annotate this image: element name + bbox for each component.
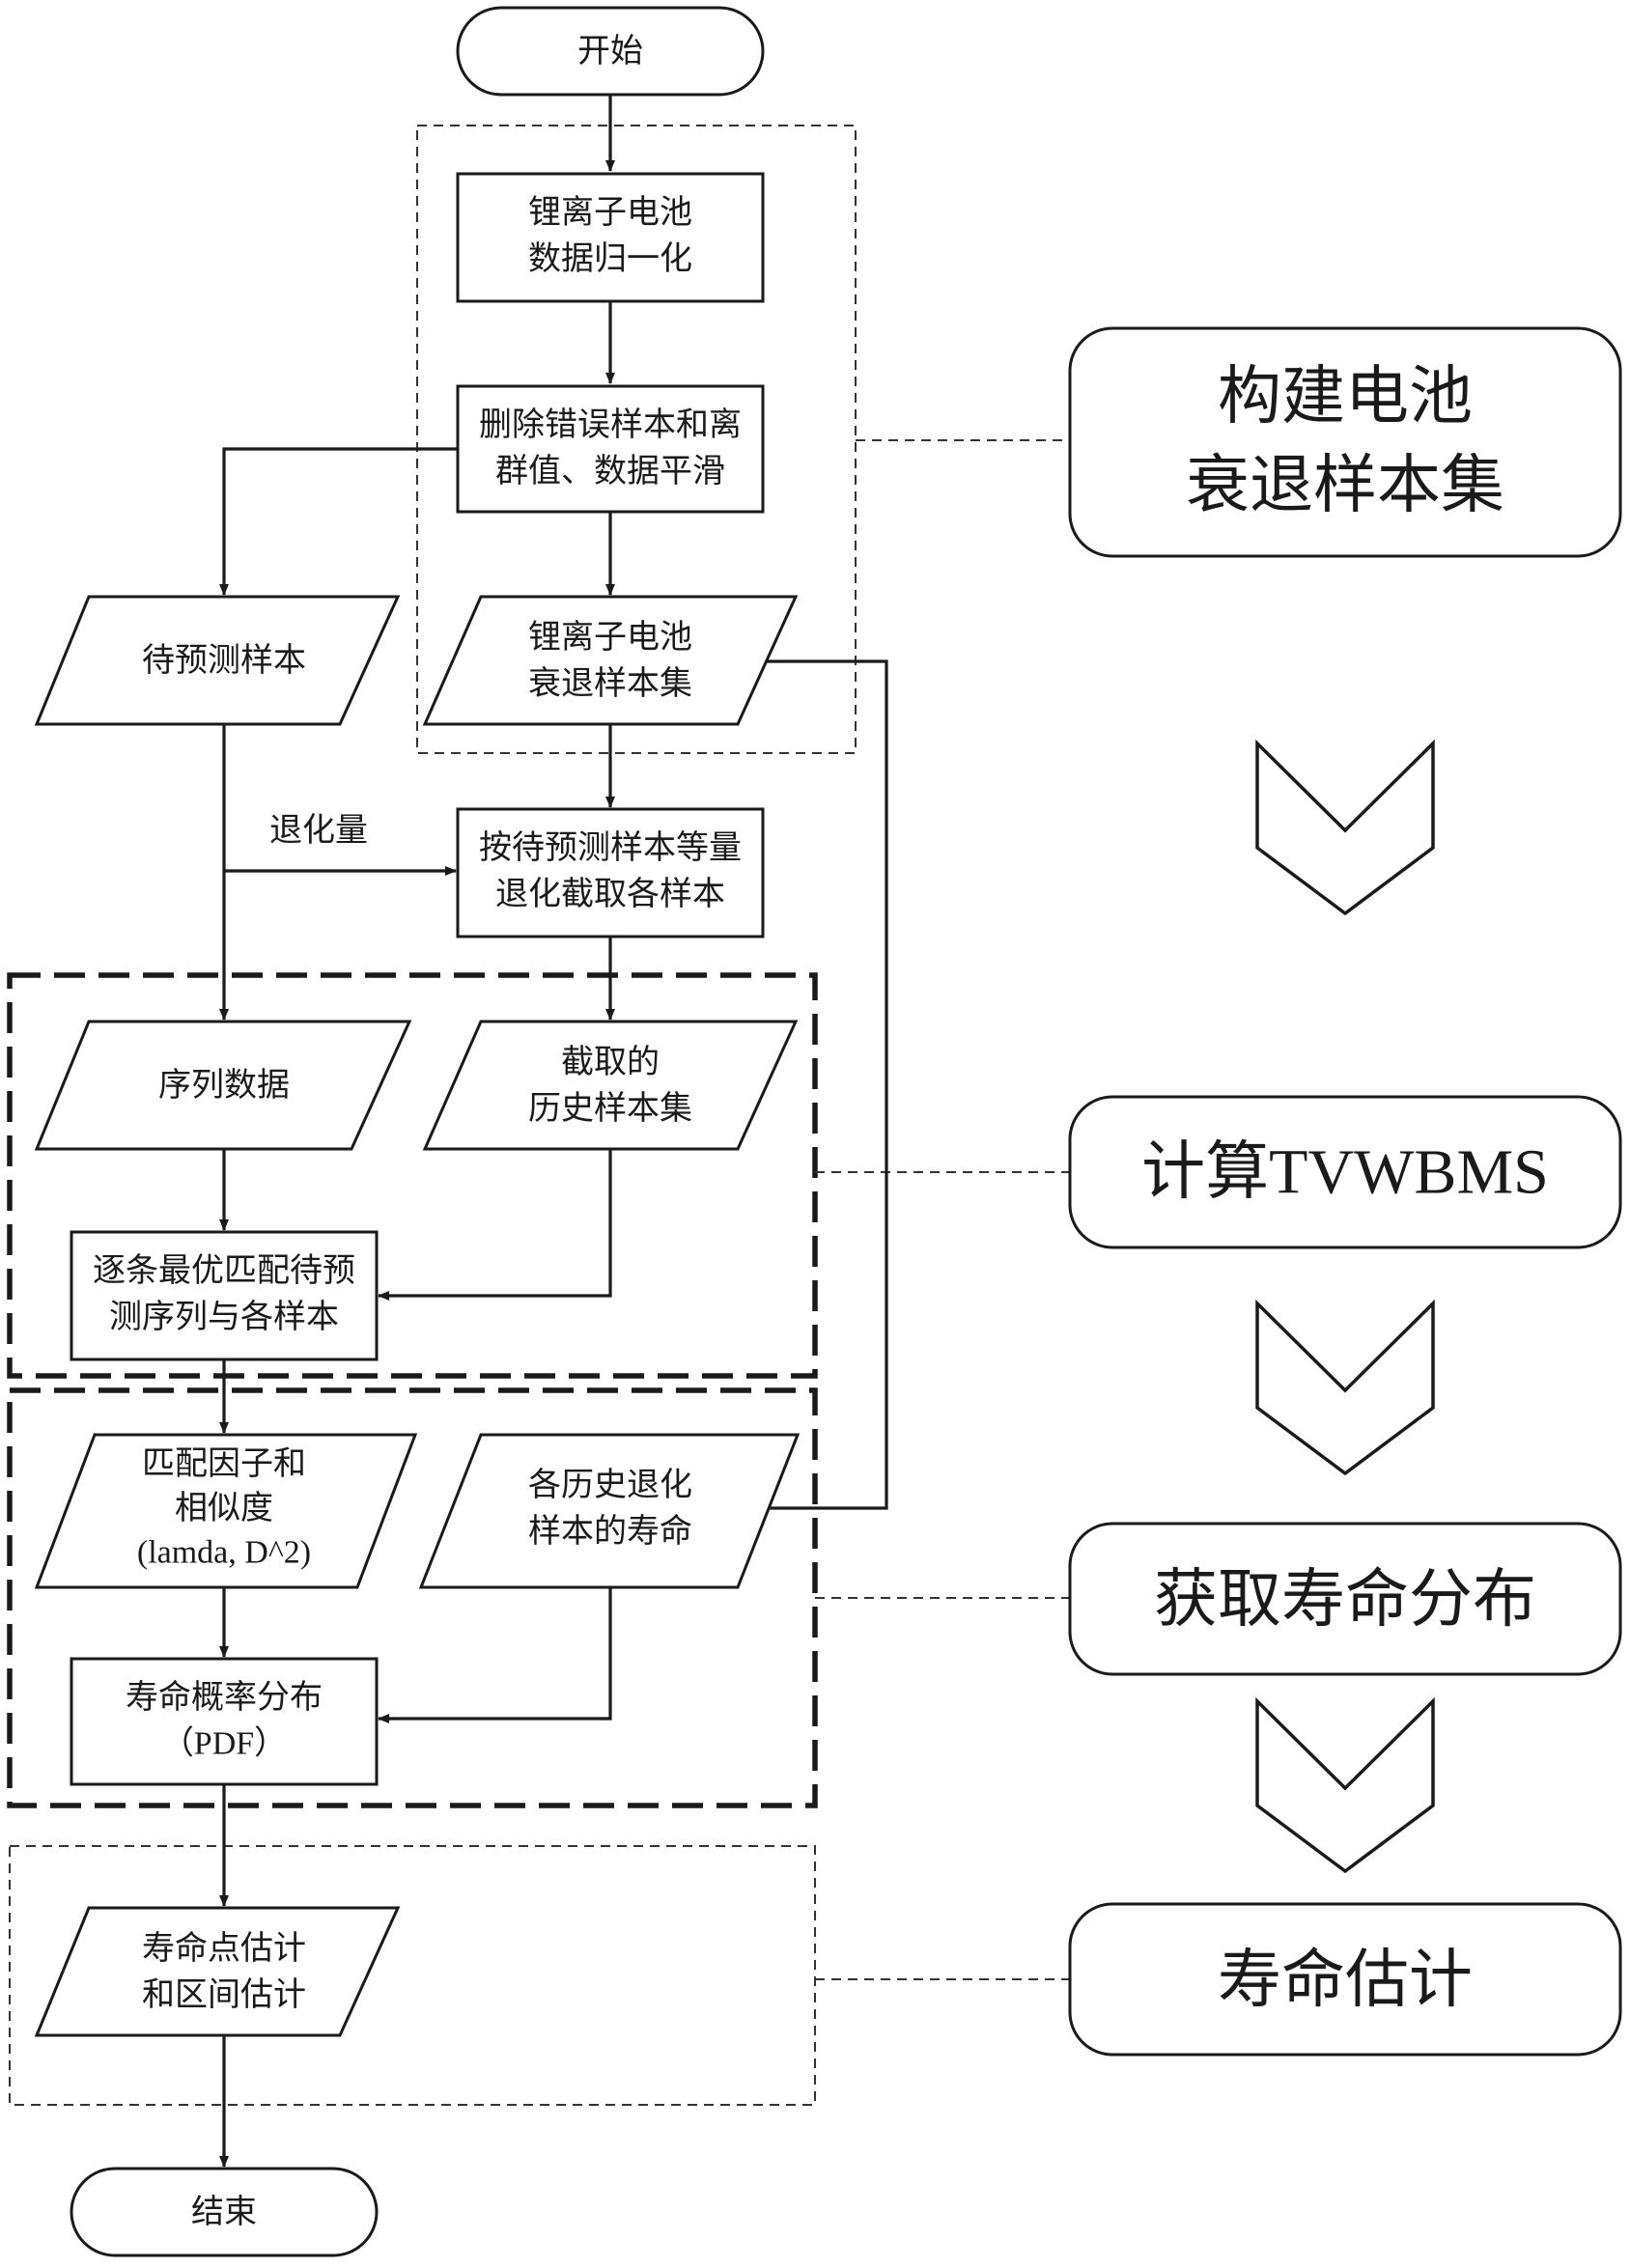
stage-arrow-3 bbox=[1255, 1696, 1435, 1874]
stage-arrow-1 bbox=[1255, 739, 1435, 916]
stage-build-sample-set: 构建电池 衰退样本集 bbox=[1068, 326, 1622, 558]
flow-history-life-to-pdf bbox=[378, 1587, 612, 1723]
normalize-process: 锂离子电池 数据归一化 bbox=[456, 172, 765, 303]
group-box-compute-tvwbms bbox=[7, 972, 818, 1379]
factors-data: 匹配因子和 相似度 (lamda, D^2) bbox=[34, 1433, 418, 1589]
clean-label-line2: 群值、数据平滑 bbox=[495, 452, 725, 490]
estimate-label-line2: 和区间估计 bbox=[142, 1975, 306, 2014]
group-box-life-estimate bbox=[9, 1845, 816, 2106]
end-node: 结束 bbox=[70, 2167, 379, 2257]
stage-1-label-line1: 构建电池 bbox=[1218, 359, 1473, 434]
truncate-label-line1: 按待预测样本等量 bbox=[479, 828, 742, 867]
degradation-set-label-line2: 衰退样本集 bbox=[528, 664, 692, 703]
match-label-line2: 测序列与各样本 bbox=[109, 1298, 339, 1336]
normalize-label-line1: 锂离子电池 bbox=[528, 193, 692, 232]
match-process: 逐条最优匹配待预 测序列与各样本 bbox=[70, 1230, 379, 1361]
stage-life-distribution: 获取寿命分布 bbox=[1068, 1522, 1622, 1676]
group-box-life-distribution bbox=[7, 1387, 818, 1808]
flow-degradation-set-to-history-life bbox=[756, 659, 888, 1513]
degradation-set-data: 锂离子电池 衰退样本集 bbox=[422, 595, 799, 726]
start-node: 开始 bbox=[456, 6, 765, 97]
stage-3-label: 获取寿命分布 bbox=[1154, 1562, 1536, 1637]
truncated-history-data: 截取的 历史样本集 bbox=[422, 1020, 799, 1151]
flow-clean-to-to-predict bbox=[219, 447, 458, 596]
history-life-label-line2: 样本的寿命 bbox=[528, 1512, 692, 1551]
stage-compute-tvwbms: 计算TVWBMS bbox=[1068, 1095, 1622, 1249]
stage-4-label: 寿命估计 bbox=[1218, 1943, 1473, 2017]
factors-label-line2: 相似度 bbox=[175, 1489, 273, 1527]
normalize-label-line2: 数据归一化 bbox=[528, 239, 692, 278]
truncate-label-line2: 退化截取各样本 bbox=[495, 875, 725, 913]
sequence-data: 序列数据 bbox=[34, 1020, 412, 1151]
stage-arrow-2 bbox=[1255, 1299, 1435, 1476]
pdf-label-line1: 寿命概率分布 bbox=[126, 1678, 323, 1717]
degradation-amount-label: 退化量 bbox=[269, 811, 368, 850]
to-predict-label: 待预测样本 bbox=[142, 641, 306, 680]
factors-label-line3: (lamda, D^2) bbox=[137, 1535, 311, 1571]
end-label: 结束 bbox=[191, 2193, 257, 2231]
degradation-set-label-line1: 锂离子电池 bbox=[528, 618, 692, 657]
estimate-label-line1: 寿命点估计 bbox=[142, 1929, 306, 1968]
history-life-data: 各历史退化 样本的寿命 bbox=[418, 1433, 801, 1589]
pdf-label-line2: （PDF） bbox=[161, 1725, 287, 1762]
clean-process: 删除错误样本和离 群值、数据平滑 bbox=[456, 384, 765, 514]
start-label: 开始 bbox=[577, 32, 643, 70]
pdf-process: 寿命概率分布 （PDF） bbox=[70, 1657, 379, 1786]
stage-1-label-line2: 衰退样本集 bbox=[1186, 448, 1504, 522]
sequence-label: 序列数据 bbox=[158, 1066, 290, 1105]
history-life-label-line1: 各历史退化 bbox=[528, 1466, 692, 1504]
estimate-data: 寿命点估计 和区间估计 bbox=[34, 1906, 401, 2037]
flow-truncated-history-to-match bbox=[378, 1149, 612, 1301]
group-box-build-sample-set bbox=[416, 125, 857, 754]
truncate-process: 按待预测样本等量 退化截取各样本 bbox=[456, 807, 765, 938]
factors-label-line1: 匹配因子和 bbox=[142, 1444, 306, 1483]
to-predict-data: 待预测样本 bbox=[34, 595, 401, 726]
clean-label-line1: 删除错误样本和离 bbox=[479, 406, 742, 444]
truncated-history-label-line1: 截取的 bbox=[561, 1043, 660, 1081]
stage-life-estimate: 寿命估计 bbox=[1068, 1902, 1622, 2057]
truncated-history-label-line2: 历史样本集 bbox=[528, 1089, 692, 1128]
stage-2-label: 计算TVWBMS bbox=[1141, 1137, 1549, 1208]
match-label-line1: 逐条最优匹配待预 bbox=[93, 1251, 355, 1290]
